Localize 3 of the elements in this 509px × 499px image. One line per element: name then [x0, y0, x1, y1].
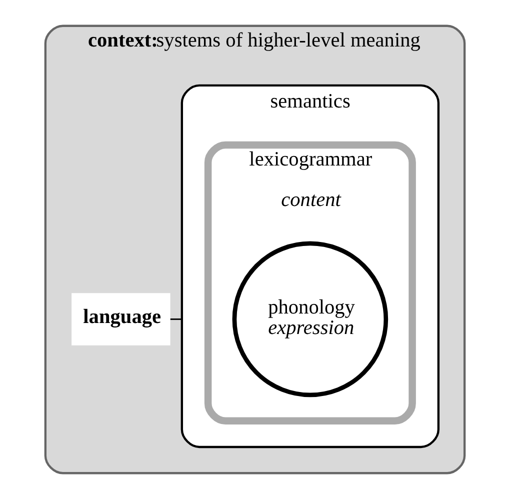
node-circle: phonology expression	[232, 241, 388, 398]
connector	[170, 318, 182, 320]
node-box: language	[71, 293, 170, 346]
